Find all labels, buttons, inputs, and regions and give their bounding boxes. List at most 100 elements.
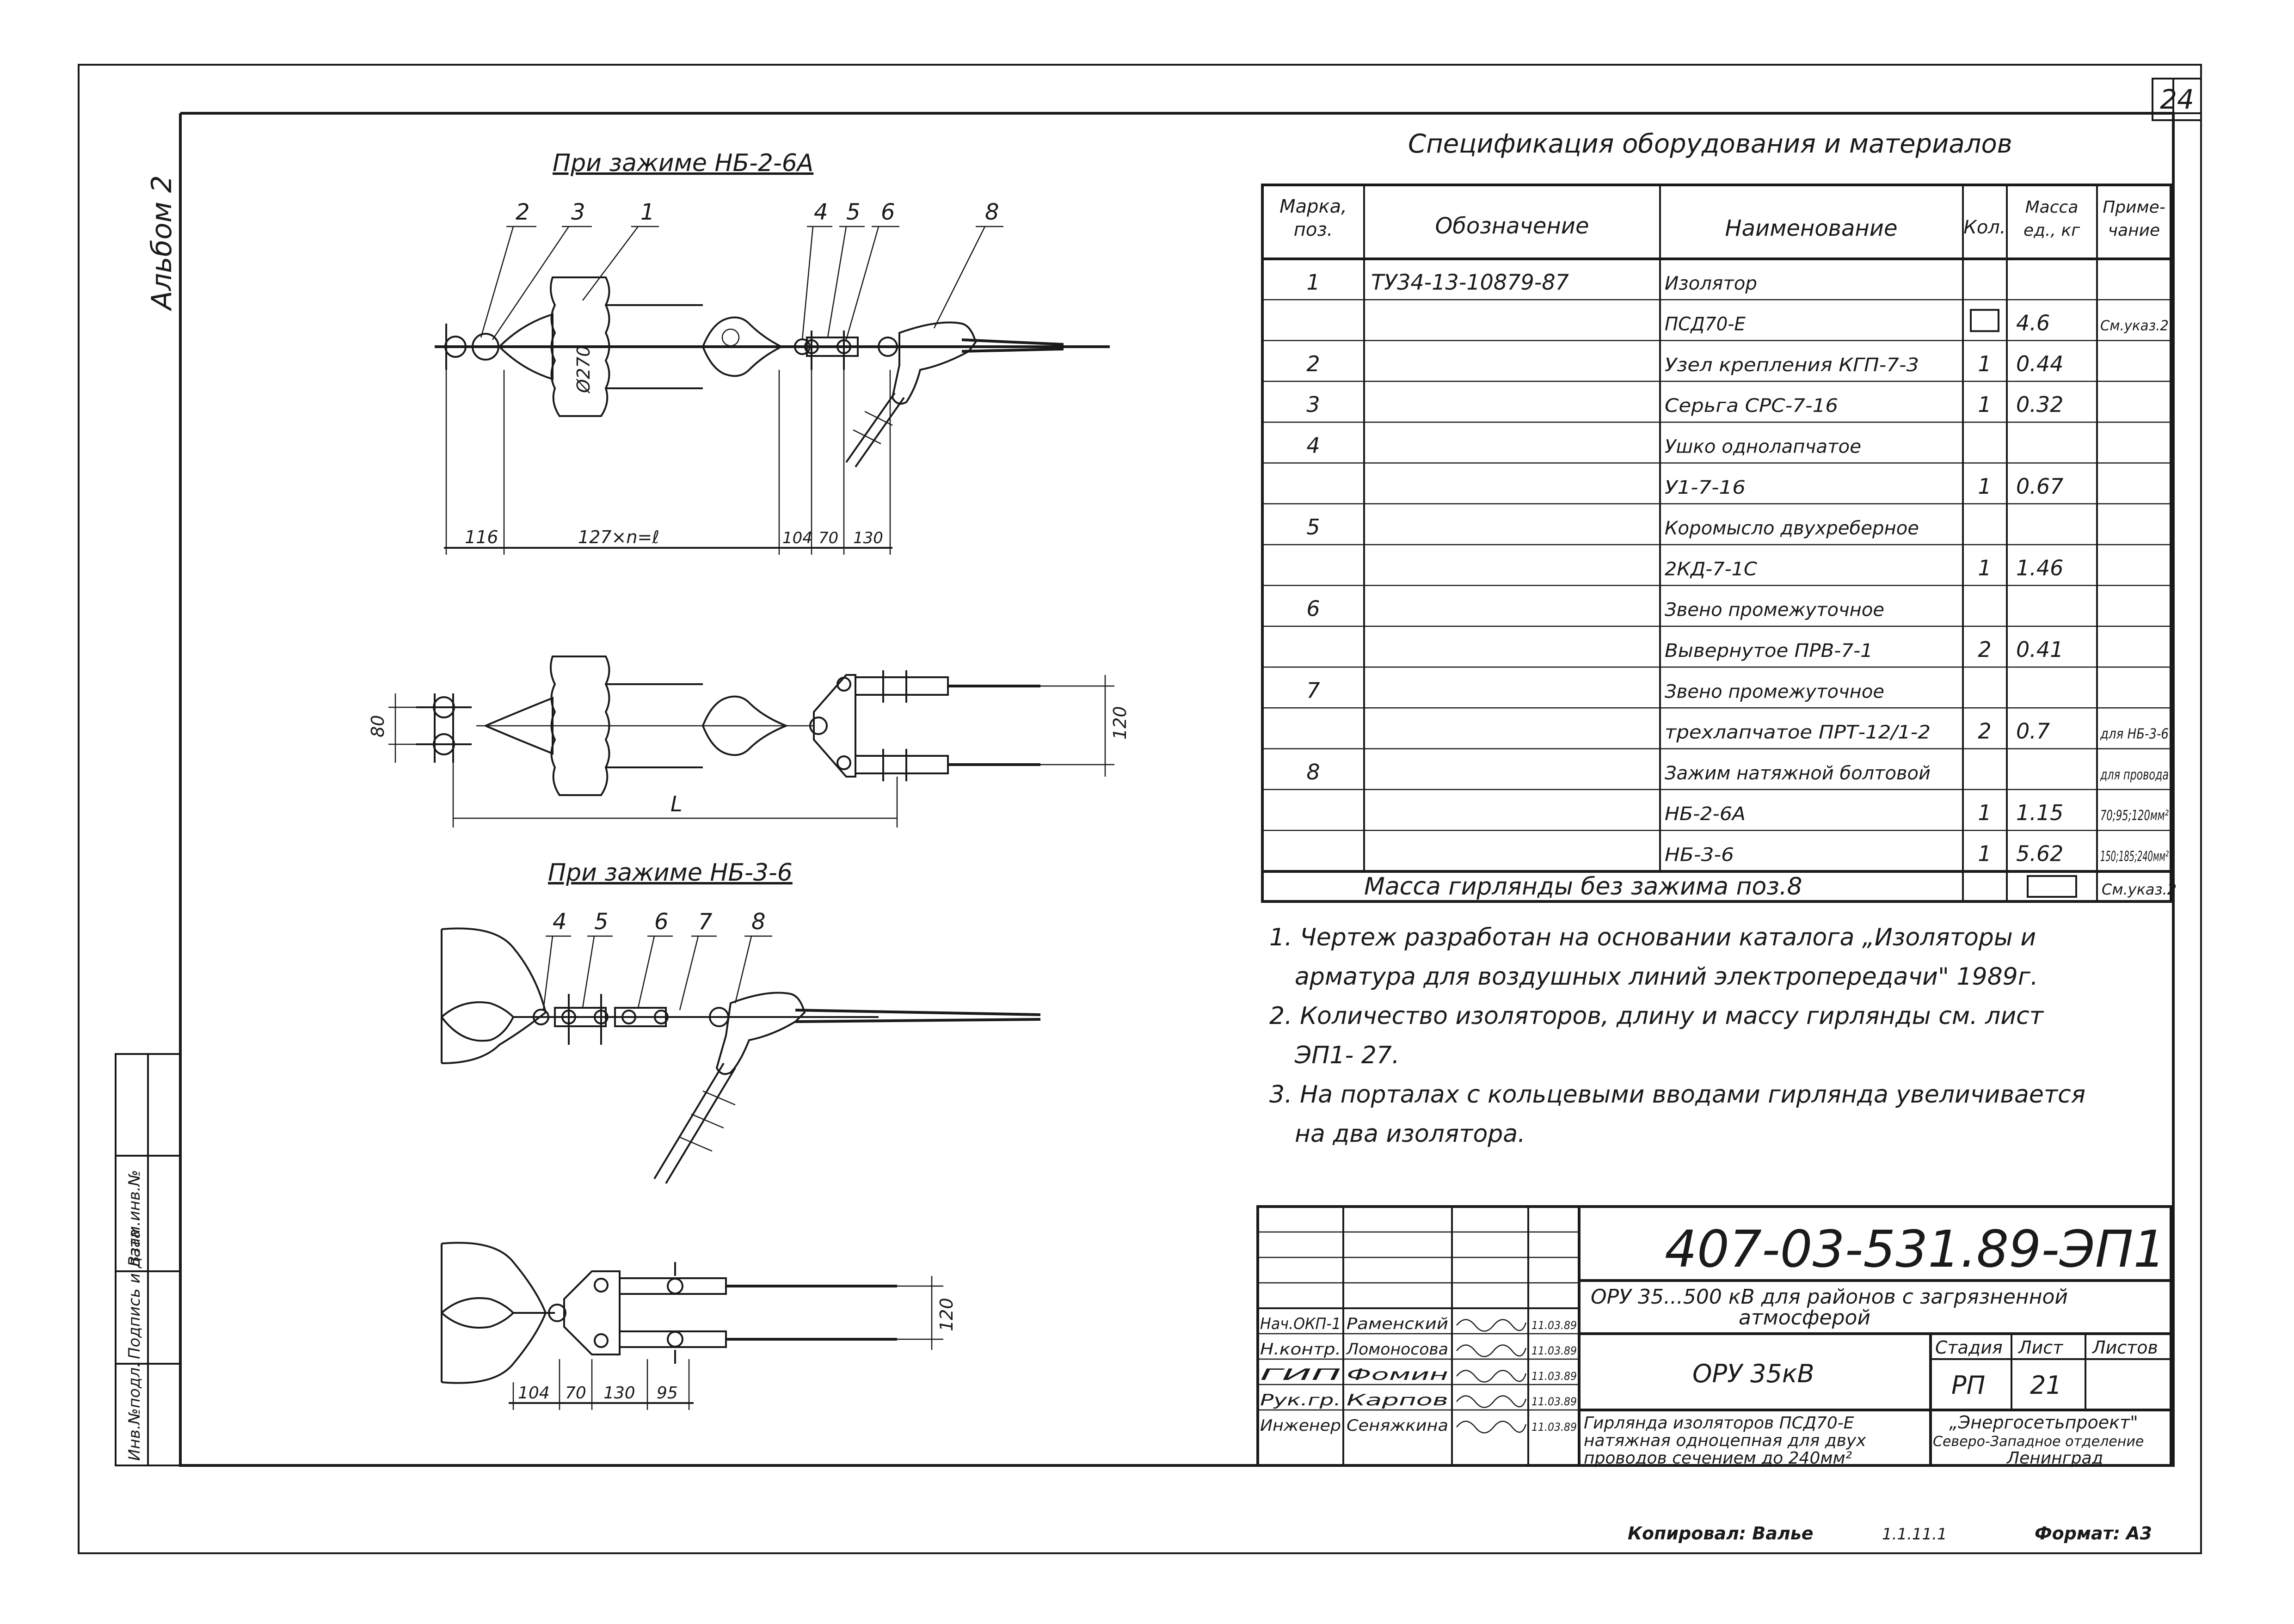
doc-number: 407-03-531.89-ЭП1 (1665, 1220, 2165, 1279)
spec-item-name: 2КД-7-1С (1665, 558, 1757, 580)
sign-date: 11.03.89 (1531, 1370, 1577, 1383)
sheets-header: Листов (2091, 1337, 2158, 1358)
stage-header: Стадия (1935, 1337, 2003, 1358)
callout-b5: 5 (594, 909, 609, 935)
bottom-side-view: 120 (441, 1242, 957, 1384)
spec-item-name: Ушко однолапчатое (1665, 436, 1861, 458)
dim-b95: 95 (657, 1384, 678, 1403)
spec-mass: 4.6 (2016, 311, 2050, 336)
spec-mass: 0.44 (2016, 351, 2063, 376)
callout-b7: 7 (698, 909, 713, 935)
signature-scribble (1456, 1370, 1527, 1383)
spec-note: для НБ-3-6 (2100, 726, 2169, 742)
spec-item-name: трехлапчатое ПРТ-12/1-2 (1665, 722, 1931, 743)
spec-total-note: См.указ.2 (2102, 881, 2177, 898)
signer-role: ГИП (1260, 1366, 1341, 1384)
margin-label-repl: Взам.инв.№ (125, 1170, 144, 1267)
dim-80: 80 (368, 715, 388, 737)
signature-scribble (1456, 1319, 1527, 1332)
spec-pos: 4 (1306, 433, 1320, 458)
hdr-code: Обозначение (1435, 213, 1589, 239)
org-line-1: „Энергосетьпроект" (1949, 1412, 2138, 1433)
spec-row: ПСД70-Е 4.6 См.указ.2 (1665, 309, 2169, 336)
note-1b: арматура для воздушных линий электропере… (1295, 963, 2038, 991)
dim-130: 130 (853, 529, 883, 547)
spec-code: ТУ34-13-10879-87 (1371, 270, 1569, 294)
sign-date: 11.03.89 (1531, 1395, 1577, 1408)
spec-mass: 0.32 (2016, 392, 2063, 417)
callout-b4: 4 (553, 909, 567, 935)
spec-item-name: ПСД70-Е (1665, 314, 1746, 335)
dim-b130: 130 (603, 1384, 635, 1403)
spec-pos: 2 (1306, 351, 1320, 376)
spec-qty: 1 (1978, 351, 1991, 376)
spec-mass: 0.7 (2016, 719, 2050, 744)
spec-pos: 6 (1306, 596, 1320, 621)
section-label: ОРУ 35кВ (1692, 1359, 1814, 1388)
hdr-pos-1: Марка, (1279, 196, 1347, 217)
callout-b6: 6 (654, 909, 669, 935)
drawing-name-1: Гирлянда изоляторов ПСД70-Е (1584, 1414, 1854, 1433)
signer-role: Нач.ОКП-1 (1260, 1315, 1341, 1333)
side-view (416, 656, 1040, 796)
spec-item-name: НБ-2-6А (1665, 803, 1746, 825)
spec-item-name: Серьга СРС-7-16 (1665, 395, 1838, 417)
hdr-pos-2: поз. (1294, 219, 1333, 240)
bottom-drawing-title: При зажиме НБ-3-6 (548, 859, 793, 887)
sign-date: 11.03.89 (1531, 1421, 1577, 1434)
sheet-number-box (2152, 78, 2202, 121)
dim-b104: 104 (518, 1384, 550, 1403)
callout-b8: 8 (751, 909, 766, 935)
spec-note: 70;95;120мм² (2100, 808, 2169, 824)
spec-qty: 1 (1978, 800, 1991, 825)
sheet-header: Лист (2017, 1337, 2064, 1358)
hdr-name: Наименование (1725, 215, 1897, 241)
dim-70: 70 (818, 529, 838, 547)
top-drawing-title: При зажиме НБ-2-6А (553, 149, 813, 177)
spec-qty: 2 (1978, 719, 1991, 744)
bottom-assembly-view (441, 927, 1041, 1184)
note-3b: на два изолятора. (1295, 1120, 1525, 1148)
drawing-name-3: проводов сечением до 240мм² (1584, 1449, 1852, 1468)
org-line-3: Ленинград (2006, 1449, 2103, 1468)
callout-1: 1 (640, 199, 655, 225)
spec-qty: 1 (1978, 392, 1991, 417)
spec-note: См.указ.2 (2100, 318, 2169, 334)
dim-120-bottom: 120 (936, 1298, 957, 1331)
album-label: Альбом 2 (146, 175, 178, 312)
insulator-diameter: Ø270 (573, 346, 594, 394)
dim-L: L (670, 791, 683, 816)
spec-row: 1 ТУ34-13-10879-87 Изолятор (1306, 270, 1757, 294)
spec-item-name: У1-7-16 (1665, 477, 1746, 498)
spec-qty-box (1970, 309, 1999, 332)
dim-116: 116 (465, 527, 498, 547)
spec-item-name: Изолятор (1665, 273, 1757, 294)
spec-qty: 1 (1978, 474, 1991, 499)
spec-table: Марка, поз. Обозначение Наименование Кол… (1261, 184, 2177, 903)
project-line-2: атмосферой (1739, 1306, 1870, 1330)
spec-pos: 1 (1306, 270, 1320, 294)
hdr-note-1: Приме- (2103, 198, 2165, 217)
top-dimension-chain: 116 127×n=ℓ 104 70 130 (444, 370, 892, 555)
top-assembly-view (435, 276, 1110, 468)
spec-item-name: Вывернутое ПРВ-7-1 (1665, 640, 1873, 662)
hdr-mass-2: ед., кг (2023, 221, 2080, 240)
drawing-name-2: натяжная одноцепная для двух (1584, 1431, 1866, 1450)
note-2a: 2. Количество изоляторов, длину и массу … (1269, 1002, 2044, 1030)
callout-5: 5 (846, 199, 861, 225)
signature-scribble (1456, 1395, 1527, 1408)
sheet-value: 21 (2030, 1371, 2062, 1400)
notes-block: 1. Чертеж разработан на основании катало… (1269, 924, 2085, 1148)
signer-name: Раменский (1347, 1315, 1448, 1333)
spec-pos: 5 (1306, 515, 1320, 539)
